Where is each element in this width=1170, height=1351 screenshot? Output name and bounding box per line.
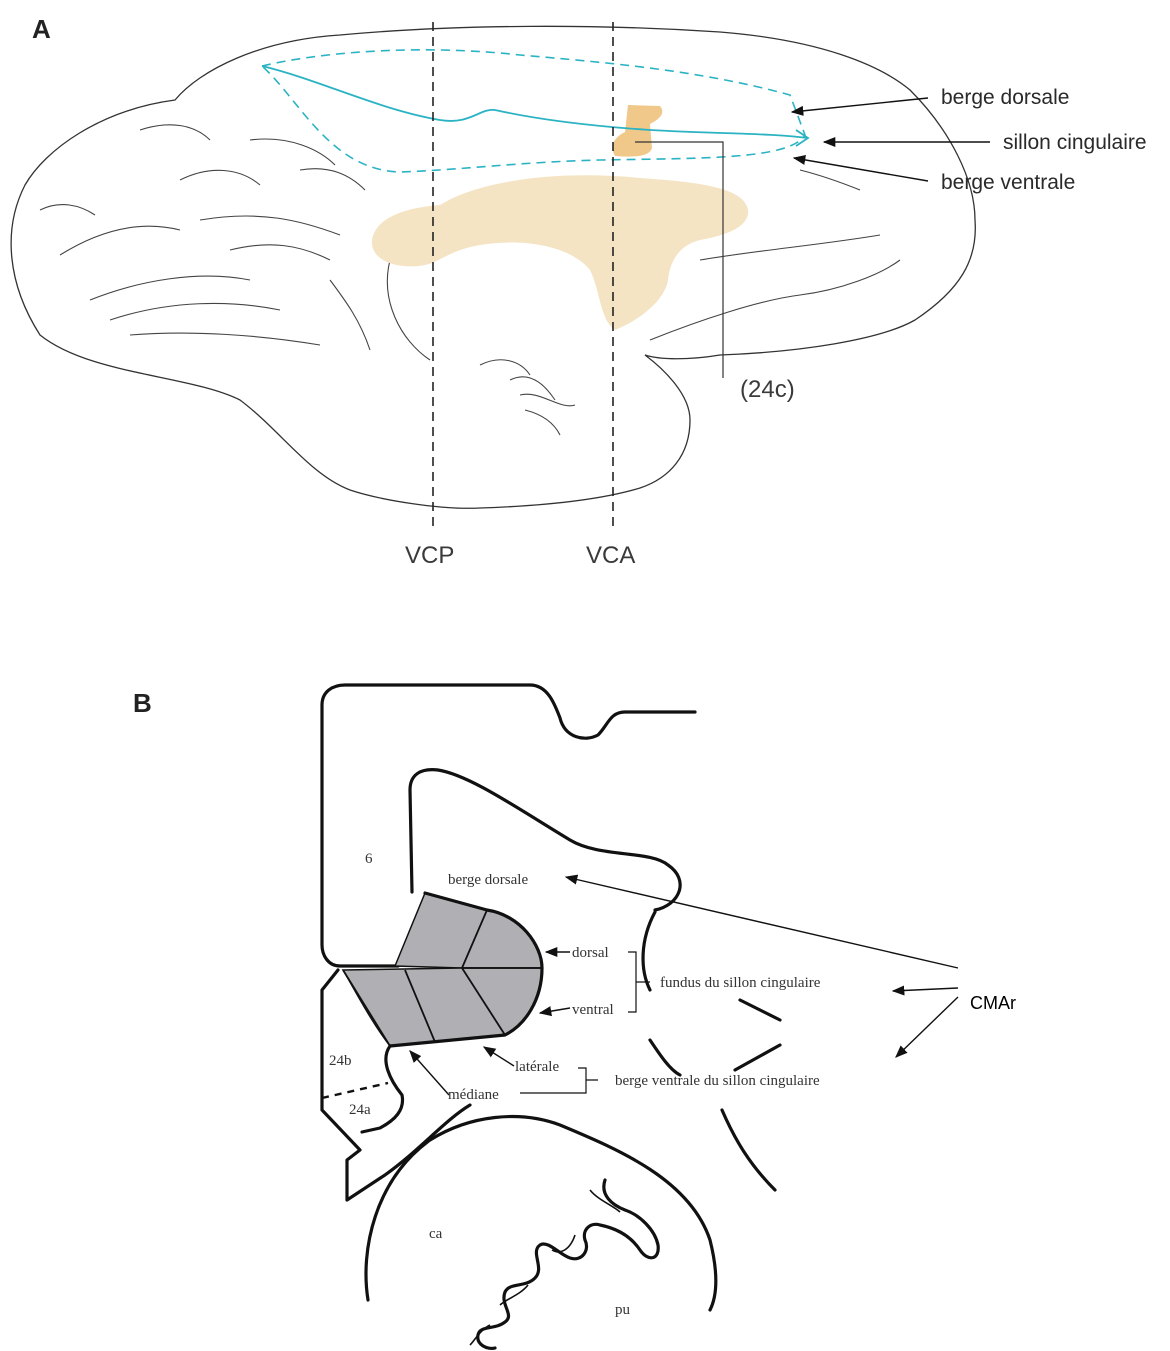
label-berge-ventrale-a: berge ventrale: [941, 171, 1075, 194]
label-24a: 24a: [349, 1102, 371, 1118]
arrow-cmar-berge-dorsale: [566, 877, 958, 968]
arrow-berge-ventrale-a: [794, 158, 928, 181]
ventral-shaded-region: [343, 968, 542, 1046]
label-sillon-cingulaire: sillon cingulaire: [1003, 131, 1147, 154]
putamen-outline: [478, 1180, 658, 1348]
label-laterale: latérale: [515, 1059, 559, 1075]
area-24-divider: [322, 1083, 388, 1098]
brain-outline: [11, 26, 975, 508]
panel-b-label: B: [133, 688, 152, 718]
arrow-laterale: [484, 1047, 514, 1066]
label-pu: pu: [615, 1302, 631, 1318]
label-mediane: médiane: [448, 1087, 499, 1103]
arrow-cmar-fundus: [893, 988, 958, 991]
label-berge-ventrale-b: berge ventrale du sillon cingulaire: [615, 1073, 820, 1089]
dorsal-bank-contour: [410, 770, 680, 910]
label-vca: VCA: [586, 542, 635, 569]
panel-b: B: [133, 685, 1016, 1348]
caudate-outline: [366, 1117, 716, 1310]
arrow-cmar-berge-ventrale: [896, 997, 958, 1057]
label-dorsal: dorsal: [572, 945, 609, 961]
cingulate-sulcus: [262, 50, 808, 172]
label-cmar: CMAr: [970, 993, 1016, 1013]
label-fundus: fundus du sillon cingulaire: [660, 975, 821, 991]
corpus-callosum: [372, 175, 748, 330]
arrow-ventral: [540, 1008, 570, 1013]
label-vcp: VCP: [405, 542, 454, 569]
label-ca: ca: [429, 1226, 443, 1242]
label-berge-dorsale-b: berge dorsale: [448, 872, 528, 888]
label-area-6: 6: [365, 851, 373, 867]
arrow-berge-dorsale-a: [792, 98, 928, 112]
area-24a-contour: [362, 1046, 403, 1132]
putamen-inner: [470, 1190, 620, 1345]
label-24c: (24c): [740, 376, 795, 403]
panel-a-label: A: [32, 14, 51, 44]
panel-a: A: [11, 14, 1146, 569]
label-24b: 24b: [329, 1053, 352, 1069]
label-ventral: ventral: [572, 1002, 614, 1018]
bracket-fundus: [628, 952, 650, 1012]
arrow-mediane: [410, 1051, 449, 1095]
faint-strokes: [643, 912, 780, 1190]
label-berge-dorsale-a: berge dorsale: [941, 86, 1069, 109]
